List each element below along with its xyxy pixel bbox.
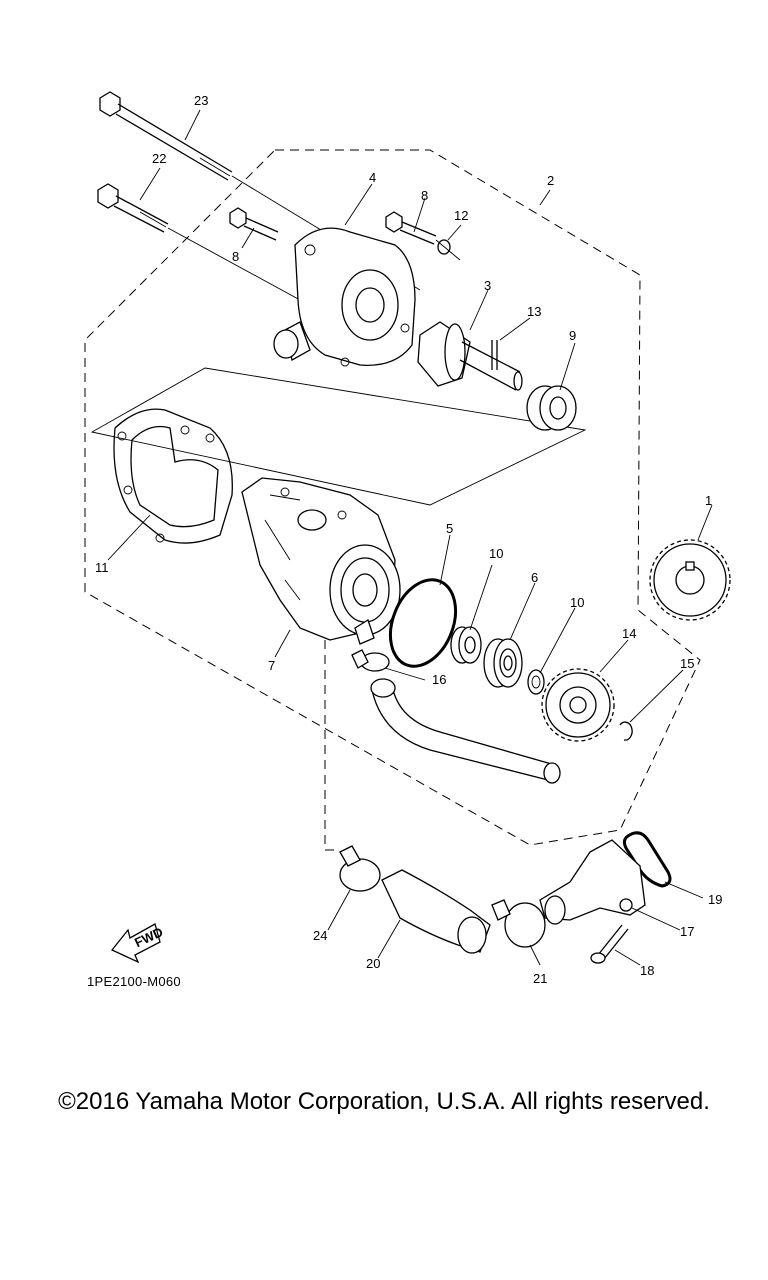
bearing-6	[483, 638, 523, 688]
washer-11-inner	[531, 675, 541, 689]
callout-7: 7	[268, 658, 275, 673]
bolt-19	[590, 924, 629, 964]
callout-23: 22	[152, 151, 166, 166]
callout-21: 20	[366, 956, 380, 971]
callout-4: 4	[369, 170, 376, 185]
callout-14: 13	[527, 304, 541, 319]
bolt-23	[97, 183, 169, 233]
callout-8-right: 8	[421, 188, 428, 203]
bolt-24	[99, 91, 233, 181]
oil-seal-10	[526, 385, 577, 431]
callout-6: 6	[531, 570, 538, 585]
washer-11	[527, 669, 545, 695]
fwd-arrow: FWD	[110, 923, 165, 964]
diagram-code: 1PE2100-M060	[87, 974, 181, 989]
callout-8-left: 8	[232, 249, 239, 264]
hose	[370, 678, 561, 784]
gear-15	[541, 668, 615, 742]
impeller-shaft-3	[417, 321, 523, 391]
callout-12: 11	[95, 560, 109, 575]
callout-2: 2	[547, 173, 554, 188]
callout-16: 15	[680, 656, 694, 671]
bolt-8-right	[385, 211, 437, 245]
callout-25: 24	[313, 928, 327, 943]
pump-cover-4	[273, 227, 416, 367]
assembly-outline-2	[84, 149, 701, 846]
gasket-12	[113, 408, 233, 544]
callout-9: 10	[489, 546, 503, 561]
circlip-16	[619, 721, 633, 741]
callout-13: 12	[454, 208, 468, 223]
callout-5: 5	[446, 521, 453, 536]
hose-21	[381, 869, 491, 954]
copyright-notice: ©2016 Yamaha Motor Corporation, U.S.A. A…	[58, 1088, 710, 1115]
lead-line-vertical	[324, 640, 340, 851]
clamp-22	[491, 899, 546, 948]
gasket-plane-outline	[90, 367, 587, 506]
clamp-25	[339, 845, 381, 892]
callout-10: 9	[569, 328, 576, 343]
callout-20: 19	[708, 892, 722, 907]
washer-13	[437, 239, 451, 255]
clamp-17	[351, 649, 390, 672]
pin-14	[491, 340, 498, 370]
callout-1: 1	[705, 493, 712, 508]
oil-seal-9	[450, 626, 482, 664]
exploded-parts-diagram: FWD 23 22 4 2 8 12 8 3 13 9 1	[84, 91, 731, 986]
elbow-18	[539, 839, 646, 925]
callout-19: 18	[640, 963, 654, 978]
bolt-8-left	[229, 207, 279, 241]
callout-3: 3	[484, 278, 491, 293]
o-ring-5	[388, 578, 458, 668]
gear-1	[649, 539, 731, 621]
callout-17: 16	[432, 672, 446, 687]
callout-11: 10	[570, 595, 584, 610]
o-ring-20	[622, 831, 672, 888]
pump-housing-7	[241, 477, 401, 645]
callout-24: 23	[194, 93, 208, 108]
leader-lines	[107, 109, 713, 966]
callout-18: 17	[680, 924, 694, 939]
callout-15: 14	[622, 626, 636, 641]
callout-22: 21	[533, 971, 547, 986]
